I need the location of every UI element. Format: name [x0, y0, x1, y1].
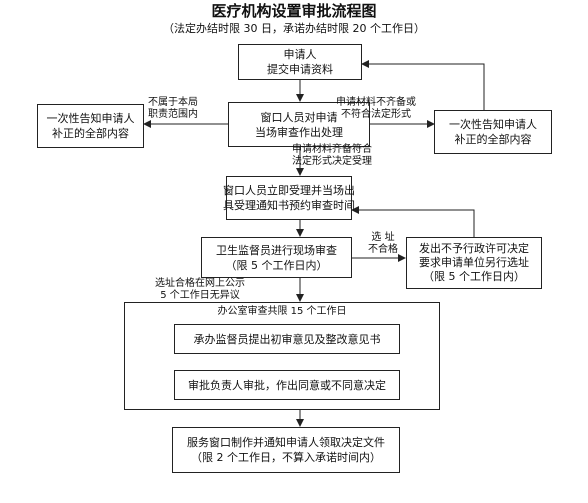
node-window-review: 窗口人员对申请 当场审查作出处理 [228, 102, 370, 147]
node-window-review-line-2: 当场审查作出处理 [255, 125, 343, 139]
node-submit-line-1: 申请人 [283, 48, 317, 61]
node-submit-line-2: 提交申请资料 [267, 63, 333, 76]
node-notify-right: 一次性告知申请人 补正的全部内容 [434, 110, 552, 154]
node-approver-text: 审批负责人审批，作出同意或不同意决定 [188, 378, 386, 392]
label-out-of-scope-line-2: 职责范围内 [148, 109, 198, 120]
label-site-pass-line-1: 选址合格在网上公示 [155, 278, 245, 289]
label-out-of-scope-line-1: 不属于本局 [148, 97, 198, 108]
label-complete-line-2: 法定形式决定受理 [292, 156, 372, 167]
node-accept-line-1: 窗口人员立即受理并当场出 [223, 184, 355, 197]
node-reject-line-2: 要求申请单位另行选址 [419, 256, 529, 269]
node-onsite-line-1: 卫生监督员进行现场审查 [216, 243, 337, 257]
label-site-fail: 选 址 不合格 [368, 232, 398, 256]
node-reject-line-3: （限 5 个工作日内） [423, 270, 525, 283]
node-approver-decision: 审批负责人审批，作出同意或不同意决定 [174, 370, 400, 400]
label-complete-line-1: 申请材料齐备符合 [292, 144, 372, 155]
node-notify-left-line-1: 一次性告知申请人 [46, 112, 135, 125]
node-final-notice: 服务窗口制作并通知申请人领取决定文件 （限 2 个工作日，不算入承诺时间内） [172, 427, 400, 473]
node-reject-decision: 发出不予行政许可决定 要求申请单位另行选址 （限 5 个工作日内） [406, 237, 542, 289]
label-site-fail-line-1: 选 址 [371, 232, 395, 243]
label-complete: 申请材料齐备符合 法定形式决定受理 [292, 144, 372, 168]
node-supervisor-opinion: 承办监督员提出初审意见及整改意见书 [174, 324, 400, 354]
arrow-reject-back-to-accept [351, 206, 475, 237]
label-incomplete: 申请材料不齐备或 不符合法定形式 [336, 97, 416, 121]
node-notify-right-line-1: 一次性告知申请人 [449, 118, 537, 131]
node-accept: 窗口人员立即受理并当场出 具受理通知书预约审查时间 [223, 176, 355, 220]
label-site-pass-line-2: 5 个工作日无异议 [160, 290, 240, 301]
node-onsite-review: 卫生监督员进行现场审查 （限 5 个工作日内） [201, 237, 352, 278]
label-out-of-scope: 不属于本局 职责范围内 [148, 97, 198, 121]
node-window-review-line-1: 窗口人员对申请 [260, 110, 338, 124]
label-site-pass: 选址合格在网上公示 5 个工作日无异议 [155, 278, 245, 302]
node-onsite-line-2: （限 5 个工作日内） [225, 258, 328, 272]
node-submit-application: 申请人 提交申请资料 [238, 44, 362, 80]
node-final-line-1: 服务窗口制作并通知申请人领取决定文件 [187, 436, 385, 449]
node-notify-left: 一次性告知申请人 补正的全部内容 [37, 104, 144, 148]
node-final-line-2: （限 2 个工作日，不算入承诺时间内） [191, 451, 381, 464]
node-notify-left-line-2: 补正的全部内容 [52, 127, 129, 140]
label-incomplete-line-2: 不符合法定形式 [341, 109, 411, 120]
node-notify-right-line-2: 补正的全部内容 [454, 133, 532, 146]
page-title: 医疗机构设置审批流程图 [211, 2, 377, 20]
node-supervisor-text: 承办监督员提出初审意见及整改意见书 [193, 332, 381, 346]
arrow-notify-back-to-submit [361, 60, 485, 110]
page-subtitle: （法定办结时限 30 日，承诺办结时限 20 个工作日） [163, 22, 425, 35]
label-incomplete-line-1: 申请材料不齐备或 [336, 97, 416, 108]
node-accept-line-2: 具受理通知书预约审查时间 [223, 199, 355, 212]
node-reject-line-1: 发出不予行政许可决定 [419, 242, 529, 255]
label-site-fail-line-2: 不合格 [368, 244, 398, 255]
office-review-title: 办公室审查共限 15 个工作日 [217, 306, 347, 317]
